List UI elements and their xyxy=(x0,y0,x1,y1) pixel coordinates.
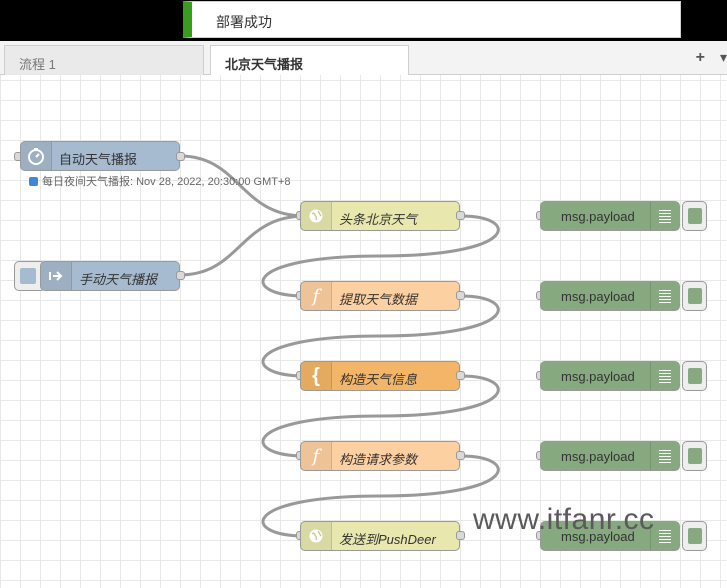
node-label: 头条北京天气 xyxy=(339,212,418,227)
node-label: 构造请求参数 xyxy=(339,452,418,467)
deploy-success-notification: 部署成功 xyxy=(183,1,681,38)
http-request-node[interactable]: 头条北京天气 xyxy=(300,201,460,231)
node-label: msg.payload xyxy=(561,369,635,384)
debug-list-icon xyxy=(650,362,679,390)
output-port[interactable] xyxy=(176,271,185,280)
debug-node[interactable]: msg.payload xyxy=(540,441,680,471)
output-port[interactable] xyxy=(176,152,185,161)
debug-list-icon xyxy=(650,522,679,550)
tab-label: 北京天气播报 xyxy=(225,57,304,72)
node-label: 提取天气数据 xyxy=(339,292,418,307)
debug-node[interactable]: msg.payload xyxy=(540,361,680,391)
add-tab-button[interactable]: + xyxy=(695,49,705,66)
node-label: msg.payload xyxy=(561,449,635,464)
tab-beijing-weather[interactable]: 北京天气播报 xyxy=(210,45,409,76)
flow-canvas[interactable]: 自动天气播报 每日夜间天气播报: Nov 28, 2022, 20:30:00 … xyxy=(0,75,727,588)
function-icon: f xyxy=(301,442,332,470)
output-port[interactable] xyxy=(456,531,465,540)
node-label: 自动天气播报 xyxy=(59,152,138,167)
wire xyxy=(261,454,500,538)
debug-toggle-button[interactable] xyxy=(682,281,707,311)
watermark: www.itfanr.cc xyxy=(473,503,655,536)
wire xyxy=(261,294,500,378)
debug-list-icon xyxy=(650,202,679,230)
debug-node[interactable]: msg.payload xyxy=(540,521,680,551)
tab-menu-chevron-icon[interactable]: ▾ xyxy=(719,49,727,65)
output-port[interactable] xyxy=(456,451,465,460)
wire xyxy=(179,214,306,277)
node-label: 构造天气信息 xyxy=(339,372,418,387)
wire xyxy=(261,214,500,298)
http-request-node[interactable]: 发送到PushDeer xyxy=(300,521,460,551)
function-node[interactable]: f 构造请求参数 xyxy=(300,441,460,471)
node-status: 每日夜间天气播报: Nov 28, 2022, 20:30:00 GMT+8 xyxy=(29,173,291,189)
function-icon: f xyxy=(301,282,332,310)
tab-flow-1[interactable]: 流程 1 xyxy=(4,45,204,75)
output-port[interactable] xyxy=(456,291,465,300)
function-node[interactable]: f 提取天气数据 xyxy=(300,281,460,311)
arrow-right-icon xyxy=(41,262,72,290)
wires xyxy=(179,154,500,538)
brace-icon: { xyxy=(301,362,332,390)
debug-list-icon xyxy=(650,442,679,470)
node-label: msg.payload xyxy=(561,209,635,224)
node-label: 发送到PushDeer xyxy=(339,532,436,547)
tab-label: 流程 1 xyxy=(19,57,56,72)
output-port[interactable] xyxy=(456,211,465,220)
node-label: 手动天气播报 xyxy=(79,272,158,287)
workspace-tabs: 流程 1 北京天气播报 + ▾ xyxy=(0,41,727,76)
output-port[interactable] xyxy=(456,371,465,380)
debug-toggle-button[interactable] xyxy=(682,201,707,231)
node-label: msg.payload xyxy=(561,289,635,304)
node-label: msg.payload xyxy=(561,529,635,544)
debug-node[interactable]: msg.payload xyxy=(540,281,680,311)
debug-toggle-button[interactable] xyxy=(682,521,707,551)
notification-message: 部署成功 xyxy=(216,14,272,30)
timer-icon xyxy=(21,142,52,170)
debug-toggle-button[interactable] xyxy=(682,361,707,391)
debug-node[interactable]: msg.payload xyxy=(540,201,680,231)
wire xyxy=(179,154,306,218)
wire xyxy=(261,374,500,458)
debug-list-icon xyxy=(650,282,679,310)
globe-icon xyxy=(301,202,332,230)
header-bar: 部署成功 xyxy=(0,0,727,41)
inject-node-auto[interactable]: 自动天气播报 xyxy=(20,141,180,171)
template-node[interactable]: { 构造天气信息 xyxy=(300,361,460,391)
debug-toggle-button[interactable] xyxy=(682,441,707,471)
globe-icon xyxy=(301,522,332,550)
status-dot-icon xyxy=(29,177,38,186)
inject-node-manual[interactable]: 手动天气播报 xyxy=(40,261,180,291)
